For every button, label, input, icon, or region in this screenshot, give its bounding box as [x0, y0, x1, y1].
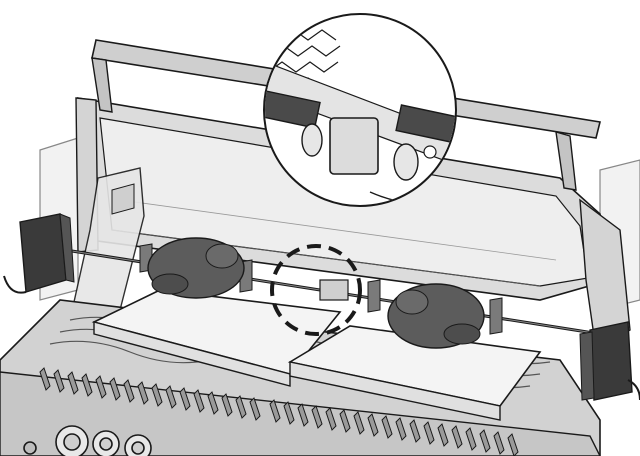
drip-pan-right: [287, 325, 542, 421]
left-bracket: [69, 167, 145, 321]
rotisserie-motor-left: [3, 213, 75, 294]
spit-coupling: [270, 244, 362, 336]
control-knobs: [23, 425, 152, 456]
chicken-left: [147, 237, 245, 299]
chicken-right: [387, 283, 485, 349]
rotisserie-motor-right: [579, 321, 640, 401]
zoom-callout: [263, 13, 457, 207]
